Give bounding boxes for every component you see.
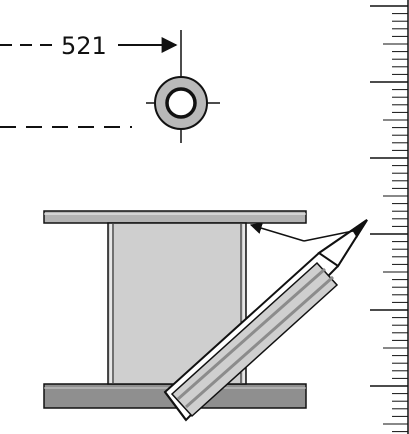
marking-arrow — [249, 222, 354, 242]
center-target — [146, 72, 220, 143]
pencil-tip — [352, 220, 367, 238]
panel-body — [107, 222, 247, 385]
dimension-annotation: 521 — [0, 30, 182, 72]
arrow-segment-2 — [249, 222, 305, 242]
pencil-body — [170, 261, 339, 418]
ruler — [370, 0, 409, 434]
upper-rail — [43, 210, 307, 224]
pencil-shade-stripe-2 — [185, 275, 334, 409]
pencil — [163, 219, 368, 422]
upper-rail-body — [43, 210, 307, 224]
ruler-ticks — [370, 5, 408, 433]
pencil-back-end — [164, 391, 187, 421]
arrow-segment-1 — [303, 230, 354, 242]
dimension-value: 521 — [61, 32, 107, 60]
pencil-shade-stripe — [177, 267, 326, 401]
vertical-panel — [107, 222, 247, 385]
target-inner-ring — [165, 87, 197, 119]
ruler-body — [381, 0, 409, 434]
